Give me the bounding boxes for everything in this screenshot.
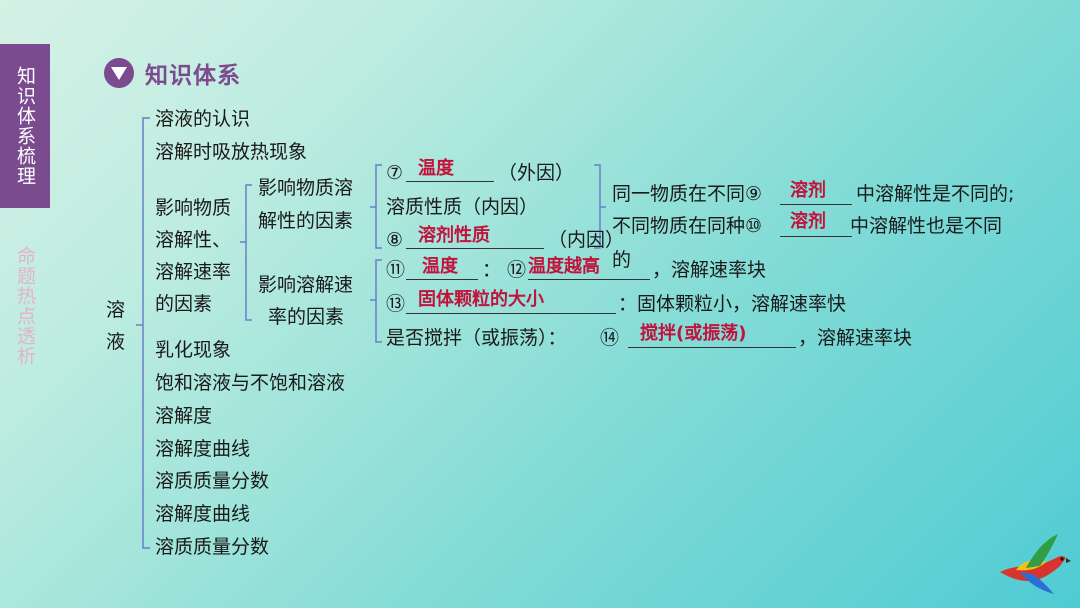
branch-emulsification: 乳化现象: [155, 339, 232, 361]
note-1-postfix: 中溶解性是不同的;: [856, 183, 1015, 205]
sidebar-tab-knowledge-system[interactable]: 知识体系梳理: [0, 44, 50, 208]
root-char-1: 溶: [106, 299, 126, 321]
rate-factors-line1: 影响溶解速: [258, 274, 354, 296]
item-13-number: ⑬: [386, 293, 406, 315]
item-13-postfix: ：固体颗粒小，溶解速率快: [618, 293, 847, 315]
item-14-prefix: 是否搅拌（或振荡）：: [386, 327, 567, 349]
note-2-prefix: 不同物质在同种⑩: [612, 215, 763, 237]
triangle-down-icon: [104, 58, 134, 88]
branch-influence-line4: 的因素: [155, 293, 213, 315]
note-3: 的: [612, 249, 632, 271]
parrot-icon: [996, 528, 1072, 602]
item-8-suffix: （内因）: [548, 229, 625, 251]
item-8-answer: 溶剂性质: [418, 225, 490, 246]
item-8-blank: [406, 248, 544, 249]
item-14-blank: [628, 347, 796, 348]
branch-mass-fraction: 溶质质量分数: [155, 470, 270, 492]
item-14-number: ⑭: [600, 327, 620, 349]
note-1-answer: 溶剂: [790, 180, 826, 201]
branch-solubility-curve-2: 溶解度曲线: [155, 503, 251, 525]
item-13-answer: 固体颗粒的大小: [418, 289, 544, 310]
item-11-number: ⑪: [386, 259, 406, 281]
item-7-blank: [406, 181, 494, 182]
note-2-postfix: 中溶解性也是不同: [850, 215, 1003, 237]
item-14-postfix: ，溶解速率块: [798, 327, 913, 349]
item-12-blank: [528, 279, 650, 280]
item-7-number: ⑦: [386, 162, 404, 184]
item-14-answer: 搅拌(或振荡): [640, 323, 747, 344]
branch-solubility-curve: 溶解度曲线: [155, 438, 251, 460]
item-12-number: ⑫: [507, 259, 527, 281]
note-2-answer: 溶剂: [790, 211, 826, 232]
branch-influence-line1: 影响物质: [155, 197, 232, 219]
item-13-blank: [406, 313, 616, 314]
item-11-answer: 温度: [422, 256, 458, 277]
item-7-answer: 温度: [418, 158, 454, 179]
item-11-colon: ：: [482, 259, 502, 281]
branch-heat-phenomena: 溶解时吸放热现象: [155, 141, 308, 163]
solubility-factors-line1: 影响物质溶: [258, 177, 354, 199]
root-char-2: 液: [106, 331, 126, 353]
branch-solubility: 溶解度: [155, 405, 213, 427]
branch-influence-line3: 溶解速率: [155, 261, 232, 283]
branch-influence-line2: 溶解性、: [155, 229, 232, 251]
note-1-prefix: 同一物质在不同⑨: [612, 183, 763, 205]
branch-solution-intro: 溶液的认识: [155, 108, 251, 130]
sidebar-tab-hot-topics[interactable]: 命题热点透析: [14, 246, 36, 366]
branch-saturated: 饱和溶液与不饱和溶液: [155, 372, 346, 394]
solute-property-item: 溶质性质（内因）: [386, 196, 539, 218]
rate-factors-line2: 率的因素: [268, 306, 345, 328]
solubility-factors-line2: 解性的因素: [258, 210, 354, 232]
item-12-postfix: ，溶解速率块: [652, 259, 767, 281]
note-1-blank: [780, 204, 852, 205]
note-2-blank: [780, 236, 852, 237]
item-8-number: ⑧: [386, 229, 404, 251]
section-title: 知识体系: [145, 63, 241, 89]
item-11-blank: [406, 279, 478, 280]
section-heading: 知识体系: [104, 56, 241, 90]
item-7-suffix: （外因）: [498, 162, 575, 184]
branch-mass-fraction-2: 溶质质量分数: [155, 536, 270, 558]
item-12-answer: 温度越高: [528, 256, 600, 277]
